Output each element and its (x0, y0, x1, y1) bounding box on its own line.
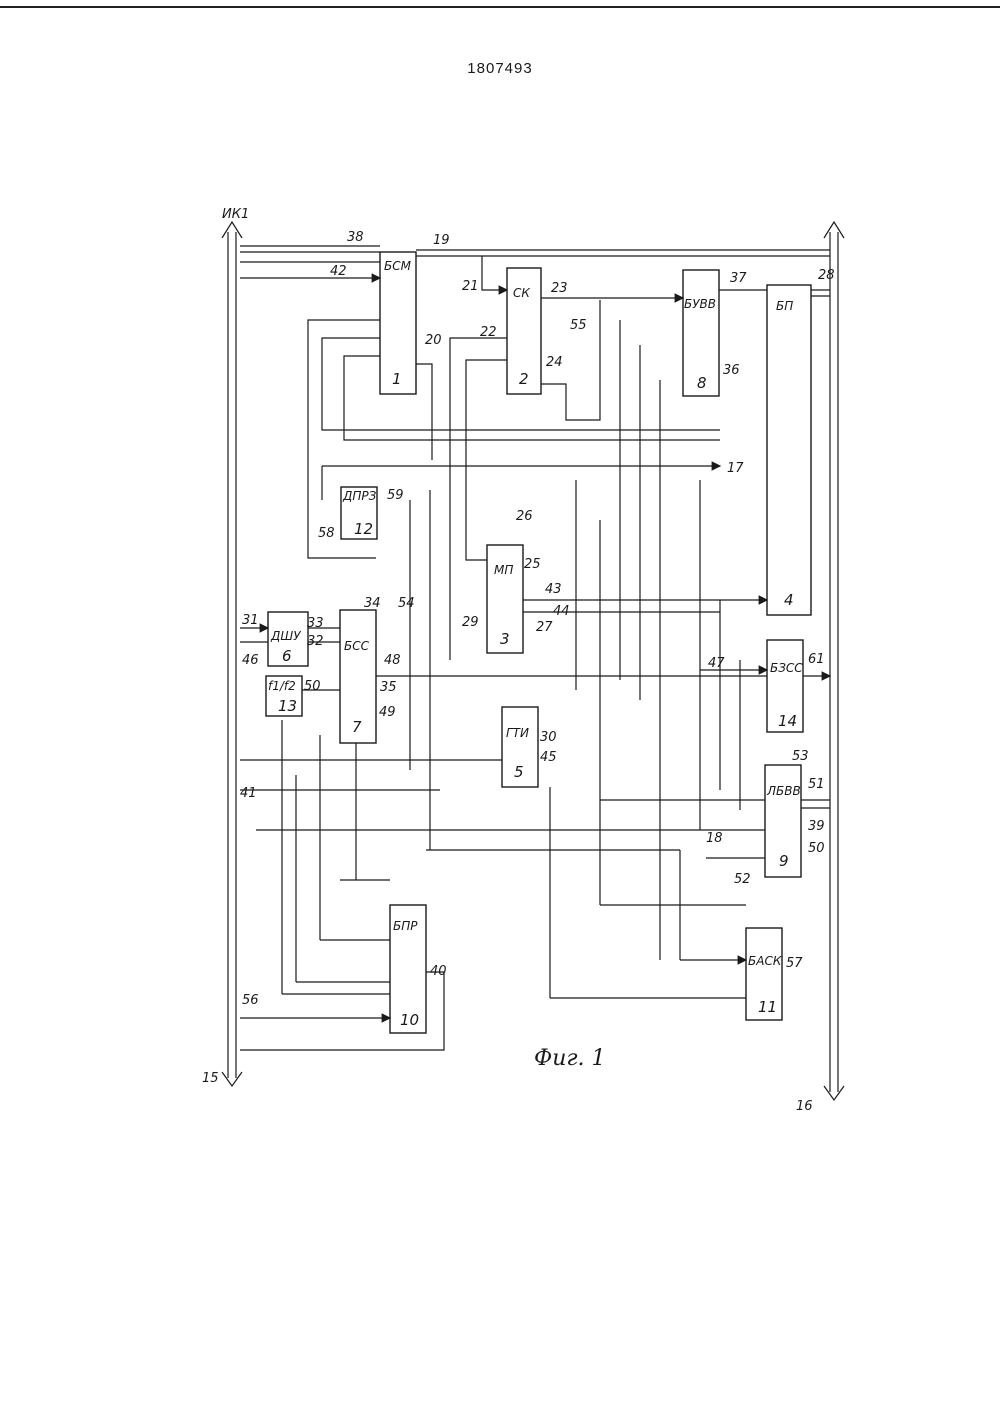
line-label: 26 (516, 509, 533, 524)
block-bp (767, 285, 811, 615)
line-label: 21 (462, 279, 479, 294)
bus-label-ik1: ИК1 (222, 207, 249, 222)
line-label: 40 (430, 964, 447, 979)
block-num: 13 (278, 697, 297, 715)
block-name: ДПРЗ (342, 489, 377, 503)
block-num: 4 (784, 591, 794, 609)
line-label: 61 (808, 652, 825, 667)
right-bus (824, 222, 844, 1100)
line-label: 49 (379, 705, 396, 720)
line-label: 47 (708, 656, 725, 671)
line-label: 27 (536, 620, 553, 635)
line-label: 17 (727, 461, 744, 476)
line-label: 53 (792, 749, 809, 764)
block-name: БЗСС (770, 661, 803, 675)
line-label: 35 (380, 680, 397, 695)
block-num: 11 (758, 998, 777, 1016)
block-name: ДШУ (270, 629, 301, 643)
line-label: 32 (307, 634, 324, 649)
bus-label-16: 16 (796, 1099, 813, 1114)
block-num: 8 (697, 374, 707, 392)
line-label: 56 (242, 993, 259, 1008)
block-name: БАСК (748, 954, 782, 968)
line-label: 50 (808, 841, 825, 856)
line-label: 36 (723, 363, 740, 378)
block-num: 1 (392, 370, 402, 388)
line-label: 33 (307, 616, 324, 631)
block-num: 2 (519, 370, 529, 388)
block-num: 12 (354, 520, 373, 538)
line-label: 58 (318, 526, 335, 541)
block-num: 9 (779, 852, 789, 870)
line-label: 29 (462, 615, 479, 630)
line-label: 19 (433, 233, 450, 248)
line-label: 57 (786, 956, 803, 971)
line-label: 46 (242, 653, 259, 668)
block-name: МП (494, 563, 513, 577)
block-num: 7 (352, 718, 362, 736)
line-label: 44 (553, 604, 570, 619)
figure-caption: Фиг. 1 (534, 1046, 606, 1071)
line-label: 43 (545, 582, 562, 597)
line-label: 41 (240, 786, 257, 801)
line-label: 45 (540, 750, 557, 765)
line-label: 37 (730, 271, 747, 286)
line-label: 51 (808, 777, 825, 792)
line-label: 54 (398, 596, 415, 611)
block-num: 3 (500, 630, 510, 648)
line-label: 24 (546, 355, 563, 370)
line-label: 42 (330, 264, 347, 279)
line-label: 30 (540, 730, 557, 745)
line-label: 59 (387, 488, 404, 503)
block-name: ГТИ (506, 726, 529, 740)
line-label: 23 (551, 281, 568, 296)
bus-label-15: 15 (202, 1071, 219, 1086)
line-label: 28 (818, 268, 835, 283)
line-label: 34 (364, 596, 381, 611)
line-label: 52 (734, 872, 751, 887)
left-bus (222, 222, 242, 1086)
block-num: 14 (778, 712, 797, 730)
block-name: f1/f2 (268, 679, 296, 693)
block-num: 5 (514, 763, 524, 781)
block-name: ЛБВВ (766, 784, 801, 798)
line-label: 25 (524, 557, 541, 572)
block-name: БСС (344, 639, 370, 653)
line-label: 20 (425, 333, 442, 348)
block-num: 10 (400, 1011, 419, 1029)
block-name: БСМ (384, 259, 412, 273)
block-name: БУВВ (684, 297, 716, 311)
block-name: БП (776, 299, 793, 313)
line-label: 22 (480, 325, 497, 340)
block-name: СК (513, 286, 530, 300)
block-name: БПР (393, 919, 418, 933)
line-label: 18 (706, 831, 723, 846)
line-label: 39 (808, 819, 825, 834)
line-label: 55 (570, 318, 587, 333)
line-label: 50 (304, 679, 321, 694)
line-label: 31 (242, 613, 259, 628)
line-label: 48 (384, 653, 401, 668)
line-label: 38 (347, 230, 364, 245)
block-num: 6 (282, 647, 292, 665)
